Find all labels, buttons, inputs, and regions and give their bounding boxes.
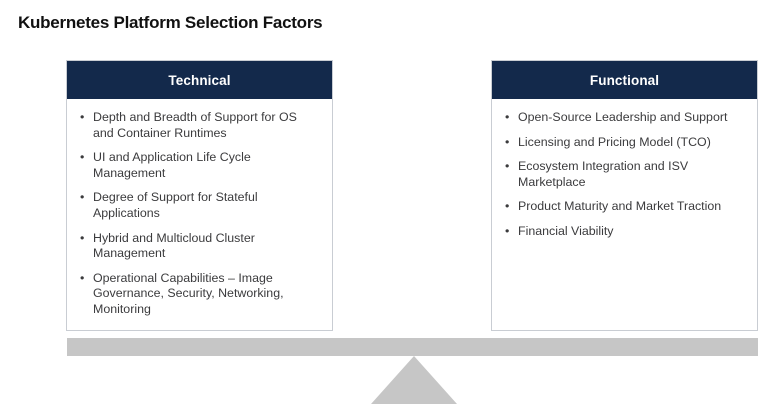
- bullet-icon: •: [80, 150, 85, 165]
- card-technical-body: • Depth and Breadth of Support for OS an…: [67, 99, 332, 330]
- balance-beam-icon: [67, 338, 758, 356]
- card-technical-header: Technical: [67, 61, 332, 99]
- card-functional-header: Functional: [492, 61, 757, 99]
- list-item: • Operational Capabilities – Image Gover…: [79, 271, 320, 318]
- functional-bullet-list: • Open-Source Leadership and Support • L…: [504, 110, 745, 240]
- bullet-icon: •: [80, 230, 85, 245]
- list-item-label: Depth and Breadth of Support for OS and …: [93, 110, 297, 140]
- list-item: • Licensing and Pricing Model (TCO): [504, 135, 745, 151]
- bullet-icon: •: [80, 270, 85, 285]
- list-item-label: Product Maturity and Market Traction: [518, 199, 722, 214]
- bullet-icon: •: [80, 110, 85, 124]
- technical-bullet-list: • Depth and Breadth of Support for OS an…: [79, 110, 320, 318]
- bullet-icon: •: [505, 199, 510, 214]
- list-item: • Ecosystem Integration and ISV Marketpl…: [504, 159, 745, 190]
- list-item: • Degree of Support for Stateful Applica…: [79, 190, 320, 221]
- list-item: • Open-Source Leadership and Support: [504, 110, 745, 126]
- bullet-icon: •: [505, 134, 510, 149]
- list-item-label: Financial Viability: [518, 223, 614, 238]
- list-item-label: Degree of Support for Stateful Applicati…: [93, 190, 258, 220]
- list-item: • Product Maturity and Market Traction: [504, 199, 745, 215]
- list-item-label: Operational Capabilities – Image Governa…: [93, 270, 284, 316]
- list-item: • Financial Viability: [504, 224, 745, 240]
- balance-fulcrum-icon: [371, 356, 457, 404]
- bullet-icon: •: [505, 110, 510, 124]
- bullet-icon: •: [80, 190, 85, 205]
- list-item: • Hybrid and Multicloud Cluster Manageme…: [79, 231, 320, 262]
- list-item-label: Hybrid and Multicloud Cluster Management: [93, 230, 255, 261]
- list-item-label: Open-Source Leadership and Support: [518, 110, 728, 124]
- card-technical: Technical • Depth and Breadth of Support…: [66, 60, 333, 331]
- list-item-label: Ecosystem Integration and ISV Marketplac…: [518, 159, 689, 189]
- page-title: Kubernetes Platform Selection Factors: [18, 13, 323, 32]
- list-item: • UI and Application Life Cycle Manageme…: [79, 150, 320, 181]
- list-item-label: UI and Application Life Cycle Management: [93, 150, 251, 180]
- bullet-icon: •: [505, 159, 510, 174]
- list-item-label: Licensing and Pricing Model (TCO): [518, 134, 711, 149]
- list-item: • Depth and Breadth of Support for OS an…: [79, 110, 320, 141]
- card-functional: Functional • Open-Source Leadership and …: [491, 60, 758, 331]
- bullet-icon: •: [505, 223, 510, 238]
- card-functional-body: • Open-Source Leadership and Support • L…: [492, 99, 757, 330]
